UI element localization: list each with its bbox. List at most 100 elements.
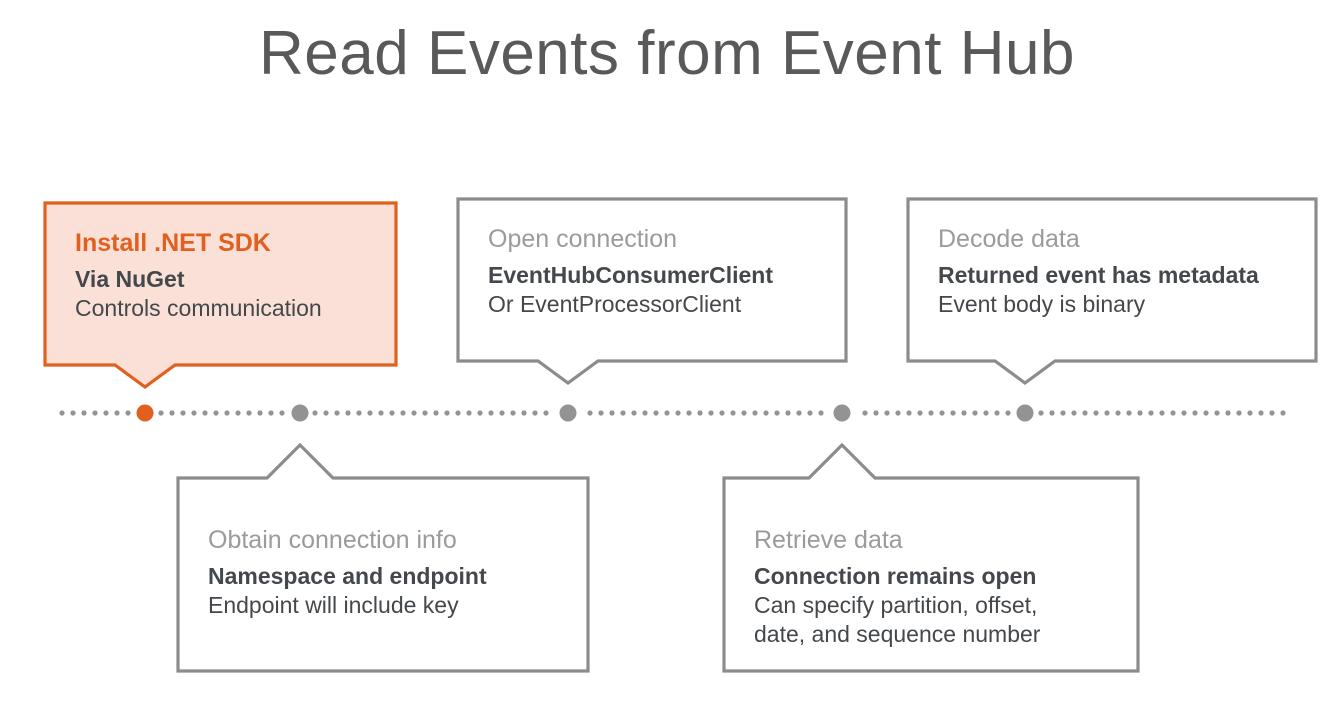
- timeline-dot: [972, 410, 978, 416]
- timeline-dot: [961, 410, 967, 416]
- timeline-dot: [1082, 410, 1088, 416]
- timeline-dot: [202, 410, 208, 416]
- timeline-dot: [1192, 410, 1198, 416]
- timeline-dot: [422, 410, 428, 416]
- timeline-dot: [477, 410, 483, 416]
- timeline-dot: [1005, 410, 1011, 416]
- timeline-dot: [620, 410, 626, 416]
- timeline-dot: [884, 410, 890, 416]
- callout-heading-retrieve-data: Retrieve data: [754, 526, 903, 554]
- page-title: Read Events from Event Hub: [259, 19, 1075, 88]
- timeline-dot: [1225, 410, 1231, 416]
- timeline-dot: [1148, 410, 1154, 416]
- timeline-dot: [191, 410, 197, 416]
- callout-subheading-obtain-connection-info: Namespace and endpoint: [208, 562, 487, 589]
- timeline-dot: [521, 410, 527, 416]
- timeline-dot: [235, 410, 241, 416]
- timeline-dot: [125, 410, 131, 416]
- timeline-dot: [1071, 410, 1077, 416]
- timeline-dot: [686, 410, 692, 416]
- timeline-dot: [818, 410, 824, 416]
- timeline-dot: [950, 410, 956, 416]
- timeline-dot: [730, 410, 736, 416]
- timeline-dot: [378, 410, 384, 416]
- timeline-dot: [1137, 410, 1143, 416]
- timeline-dot: [763, 410, 769, 416]
- timeline-dot: [1093, 410, 1099, 416]
- timeline-dot: [356, 410, 362, 416]
- milestone-retrieve-data[interactable]: [833, 404, 851, 422]
- timeline-dot: [598, 410, 604, 416]
- timeline-dot: [1060, 410, 1066, 416]
- timeline-dot: [587, 410, 593, 416]
- timeline-dot: [664, 410, 670, 416]
- timeline-dot: [268, 410, 274, 416]
- callout-subheading-decode-data: Returned event has metadata: [938, 261, 1259, 288]
- timeline-dot: [928, 410, 934, 416]
- timeline-dot: [642, 410, 648, 416]
- callout-shape-obtain-connection-info[interactable]: [176, 442, 590, 673]
- timeline-dot: [257, 410, 263, 416]
- timeline-dot: [895, 410, 901, 416]
- timeline-dot: [114, 410, 120, 416]
- milestone-open-connection[interactable]: [559, 404, 577, 422]
- timeline-dot: [1159, 410, 1165, 416]
- timeline-dot: [1280, 410, 1286, 416]
- timeline-dot: [719, 410, 725, 416]
- timeline-dot: [389, 410, 395, 416]
- timeline-dot: [807, 410, 813, 416]
- callout-heading-install-sdk: Install .NET SDK: [75, 229, 271, 257]
- timeline-dot: [169, 410, 175, 416]
- callout-shape-decode-data[interactable]: [906, 197, 1318, 385]
- callout-shape-install-sdk[interactable]: [43, 201, 398, 389]
- milestone-decode-data[interactable]: [1016, 404, 1034, 422]
- timeline-dot: [532, 410, 538, 416]
- callout-shape-retrieve-data[interactable]: [722, 442, 1140, 673]
- timeline-dot: [774, 410, 780, 416]
- timeline-dot: [1049, 410, 1055, 416]
- callout-subheading-open-connection: EventHubConsumerClient: [488, 261, 773, 288]
- callout-subheading-retrieve-data: Connection remains open: [754, 562, 1037, 589]
- timeline-dot: [1115, 410, 1121, 416]
- timeline-dot: [81, 410, 87, 416]
- timeline-dot: [796, 410, 802, 416]
- milestone-install-sdk[interactable]: [136, 404, 154, 422]
- timeline-dot: [1258, 410, 1264, 416]
- callout-heading-decode-data: Decode data: [938, 225, 1080, 253]
- timeline-dot: [697, 410, 703, 416]
- timeline-dot: [631, 410, 637, 416]
- callout-detail-decode-data: Event body is binary: [938, 290, 1146, 317]
- timeline-dot: [983, 410, 989, 416]
- timeline-dot: [444, 410, 450, 416]
- timeline-dot: [1269, 410, 1275, 416]
- callout-shapes: [43, 197, 1318, 673]
- timeline-milestone-dots: [136, 404, 1034, 422]
- timeline-dot: [675, 410, 681, 416]
- timeline-dot: [1126, 410, 1132, 416]
- timeline-dot: [1247, 410, 1253, 416]
- timeline-dot: [873, 410, 879, 416]
- timeline-dot: [488, 410, 494, 416]
- callout-detail-obtain-connection-info: Endpoint will include key: [208, 591, 459, 618]
- callout-detail-install-sdk: Controls communication: [75, 294, 322, 321]
- timeline-dot: [455, 410, 461, 416]
- callout-heading-obtain-connection-info: Obtain connection info: [208, 526, 457, 554]
- timeline-dot: [367, 410, 373, 416]
- timeline-dot: [70, 410, 76, 416]
- callout-shape-open-connection[interactable]: [456, 197, 848, 385]
- milestone-obtain-connection-info[interactable]: [291, 404, 309, 422]
- timeline-dot: [708, 410, 714, 416]
